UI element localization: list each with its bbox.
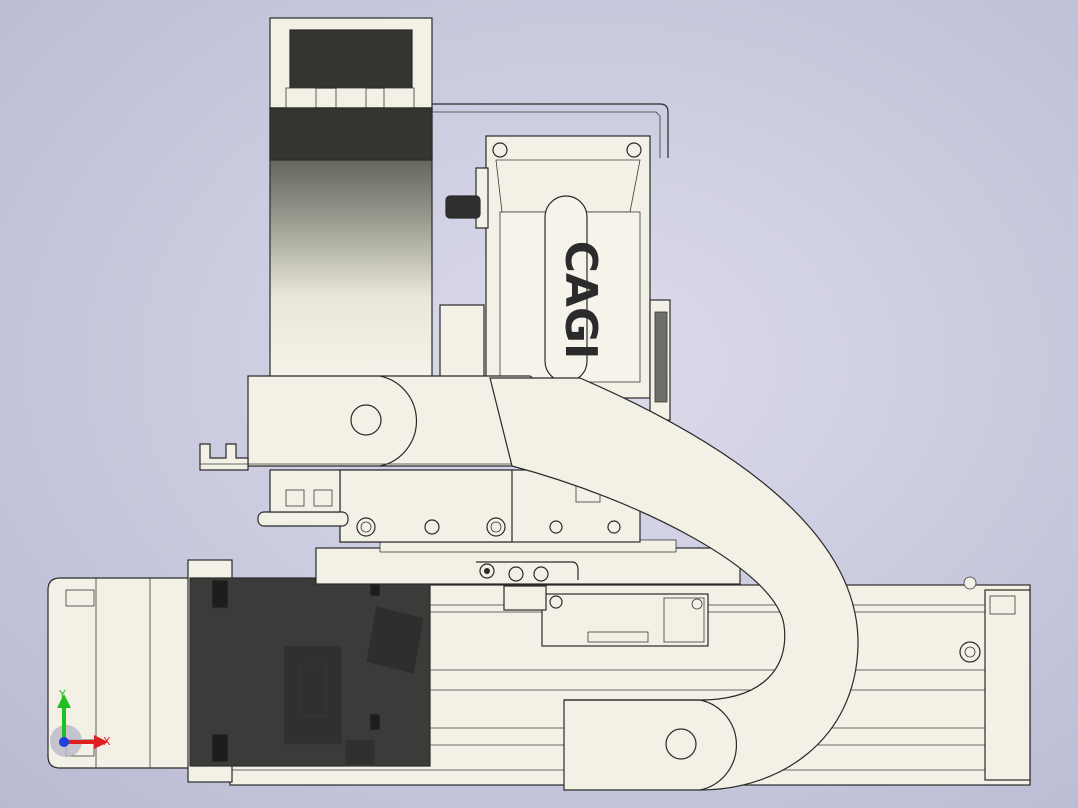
z-axis-dot — [59, 737, 69, 747]
drive-module[interactable]: CAGI — [439, 135, 671, 421]
slider-block[interactable] — [503, 585, 709, 647]
logo-text: CAGI — [555, 241, 606, 360]
x-axis-label: X — [103, 735, 111, 748]
top-arm[interactable] — [199, 375, 549, 471]
reel-drum[interactable] — [269, 17, 669, 379]
coupling-housing[interactable] — [187, 559, 431, 783]
axis-triad: X Y — [50, 688, 111, 757]
carriage[interactable] — [257, 469, 741, 585]
cable-carrier[interactable] — [489, 377, 859, 791]
y-axis-label: Y — [58, 688, 66, 701]
